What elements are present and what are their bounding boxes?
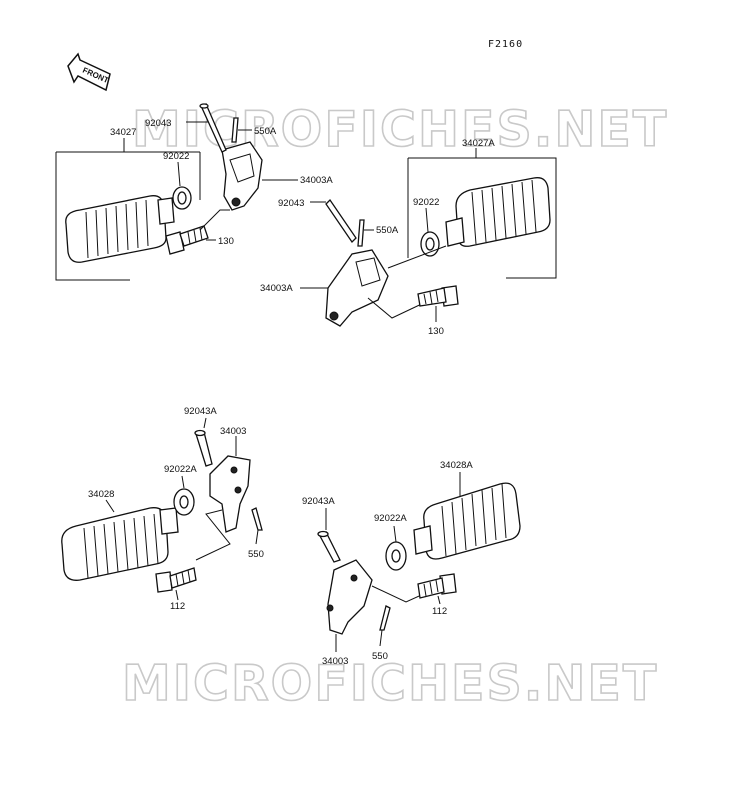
label-112-right: 112 [432,606,447,617]
label-34028a: 34028A [440,460,473,471]
label-92043-right: 92043 [278,198,304,209]
label-34003a-lower: 34003A [260,283,293,294]
footpeg-34027a [445,177,551,247]
label-34027: 34027 [110,127,136,138]
lower-right-assembly [317,472,521,652]
upper-left-assembly [55,102,298,281]
label-550a-top: 550A [254,126,277,137]
label-92022a-right: 92022A [374,513,407,524]
label-34028: 34028 [88,489,114,500]
washer-92022-left [172,186,192,210]
pin-92043-right [325,198,357,244]
label-34003-right: 34003 [322,656,348,667]
label-112-left: 112 [170,601,185,612]
pin-92043a-left [194,429,213,467]
upper-right-assembly [300,148,557,327]
pin-92043-top [199,102,227,153]
label-34027a: 34027A [462,138,495,149]
bracket-34003-left [209,455,251,533]
label-92043a-right: 92043A [302,496,335,507]
footpeg-34027 [65,195,175,263]
watermark-bottom: MICROFICHES.NET [122,655,658,712]
label-34003a-upper: 34003A [300,175,333,186]
bracket-34003-right [326,559,373,635]
cotter-pin-550-left [251,507,263,531]
bolt-112-left [155,567,197,593]
washer-92022a-left [173,488,195,516]
bracket-34003a-upper [221,141,263,211]
bolt-130-right [417,285,459,307]
cotter-pin-550a-right [357,219,365,247]
pin-92043a-right [317,530,341,563]
label-550-right: 550 [372,651,388,662]
figure-code: F2160 [488,39,523,50]
label-92022a-left: 92022A [164,464,197,475]
cotter-pin-550a-top [231,117,239,143]
label-92022-right: 92022 [413,197,439,208]
footpeg-34028 [61,507,179,581]
cotter-pin-550-right [379,605,391,631]
bracket-34003a-lower [325,249,389,327]
label-130-left: 130 [218,236,234,247]
label-550-left: 550 [248,549,264,560]
front-arrow-icon: FRONT [67,52,111,92]
label-92022-left: 92022 [163,151,189,162]
label-550a-right: 550A [376,225,399,236]
washer-92022a-right [385,541,407,571]
label-92043a-left: 92043A [184,406,217,417]
label-34003-left: 34003 [220,426,246,437]
bolt-130-left [165,225,209,255]
bolt-112-right [417,573,457,599]
lower-left-assembly [61,417,263,601]
label-130-right: 130 [428,326,444,337]
label-92043-top: 92043 [145,118,171,129]
footpeg-34028a [413,482,521,560]
